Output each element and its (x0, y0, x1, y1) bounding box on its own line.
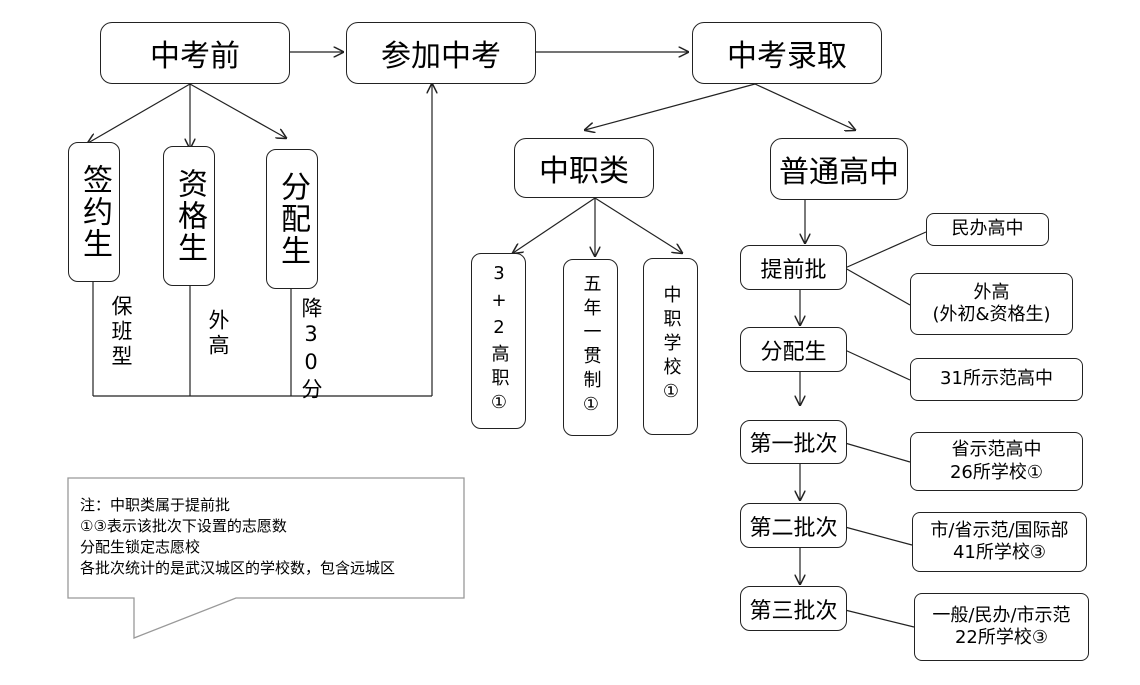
node-admission: 中考录取 (692, 22, 882, 84)
node-vocational-school: 中职学校① (643, 258, 698, 435)
node-label: 第二批次 (749, 515, 838, 541)
node-label: 第一批次 (749, 432, 838, 457)
node-label: 五年一贯制① (580, 274, 602, 421)
sub-label-guaranteed-class: 保班型 (109, 295, 133, 370)
node-qualified-student: 资格生 (163, 146, 215, 286)
node-early-batch: 提前批 (740, 245, 847, 290)
target-provincial-model: 省示范高中 26所学校① (910, 432, 1083, 491)
target-31-model-schools: 31所示范高中 (910, 358, 1083, 401)
note-line: 分配生锁定志愿校 (80, 538, 201, 556)
node-five-year: 五年一贯制① (563, 259, 618, 436)
node-contract-student: 签约生 (68, 142, 120, 282)
sub-label-minus-30: 降30分 (299, 297, 323, 403)
node-label: 分配生 (760, 339, 827, 365)
target-private-high: 民办高中 (926, 213, 1049, 246)
node-label: 外高 (外初&资格生) (932, 281, 1051, 326)
node-label: 市/省示范/国际部 41所学校③ (930, 519, 1069, 564)
node-take-exam: 参加中考 (346, 22, 536, 84)
node-batch-3: 第三批次 (740, 586, 847, 631)
target-city-provincial-intl: 市/省示范/国际部 41所学校③ (912, 512, 1087, 572)
node-label: 民办高中 (951, 218, 1024, 240)
note-bubble (67, 477, 465, 639)
node-batch-2: 第二批次 (740, 503, 847, 548)
note-line: 注：中职类属于提前批 (80, 496, 231, 514)
node-label: 31所示范高中 (940, 368, 1053, 390)
node-3plus2: 3+2高职① (471, 253, 526, 429)
node-label: 提前批 (760, 257, 827, 283)
node-label: 签约生 (77, 164, 112, 260)
node-label: 中职学校① (660, 285, 682, 408)
sub-label-foreign-high: 外高 (206, 309, 230, 359)
node-label: 资格生 (172, 168, 207, 264)
node-label: 第三批次 (749, 598, 838, 624)
node-label: 普通高中 (779, 155, 899, 190)
note-line: ①③表示该批次下设置的志愿数 (80, 517, 287, 535)
node-label: 一般/民办/市示范 22所学校③ (932, 604, 1071, 649)
note-text: 注：中职类属于提前批 ①③表示该批次下设置的志愿数 分配生锁定志愿校 各批次统计… (80, 495, 395, 579)
node-general-high: 普通高中 (770, 138, 908, 200)
node-batch-1: 第一批次 (740, 420, 847, 464)
node-allocation-batch: 分配生 (740, 327, 847, 372)
target-foreign-high: 外高 (外初&资格生) (910, 273, 1073, 335)
node-label: 分配生 (275, 171, 310, 267)
note-line: 各批次统计的是武汉城区的学校数，包含远城区 (80, 559, 396, 577)
node-label: 3+2高职① (488, 263, 510, 419)
target-general-private-city: 一般/民办/市示范 22所学校③ (914, 593, 1089, 661)
node-label: 省示范高中 26所学校① (949, 439, 1044, 483)
node-allocated-student: 分配生 (266, 149, 318, 289)
node-label: 中考前 (150, 39, 240, 74)
node-before-exam: 中考前 (100, 22, 290, 84)
node-vocational: 中职类 (514, 138, 654, 198)
node-label: 中职类 (539, 154, 629, 189)
node-label: 中考录取 (727, 39, 847, 74)
node-label: 参加中考 (381, 39, 501, 74)
